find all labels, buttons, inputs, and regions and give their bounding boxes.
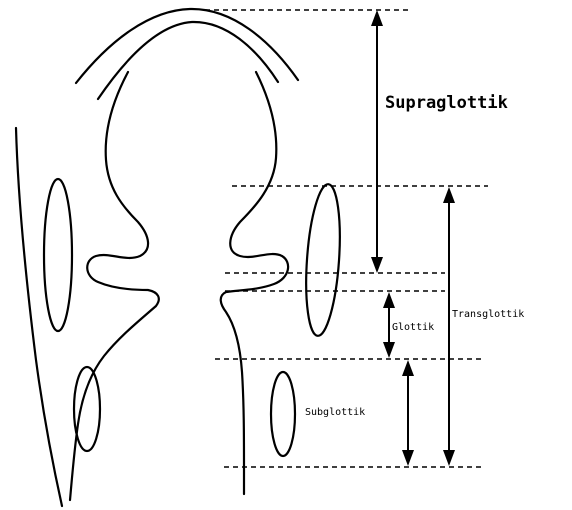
supraglottic-arrow [371, 10, 383, 273]
subglottic-arrow-head-down [402, 450, 414, 466]
left-outer-contour [16, 128, 62, 506]
supraglottic-arrow-head-up [371, 10, 383, 26]
supraglottik-label: Supraglottik [385, 93, 508, 113]
cartilage-shapes [44, 179, 344, 456]
transglottic-arrow [443, 187, 455, 466]
glottik-label: Glottik [392, 322, 434, 333]
transglottic-arrow-head-down [443, 450, 455, 466]
subglottik-label: Subglottik [305, 407, 365, 418]
transglottik-label: Transglottik [452, 309, 524, 320]
left-laryngeal-wall [70, 72, 159, 500]
supraglottic-arrow-head-down [371, 257, 383, 273]
right-lower-cartilage [271, 372, 295, 456]
subglottic-arrow-head-up [402, 360, 414, 376]
transglottic-arrow-head-up [443, 187, 455, 203]
glottic-arrow-head-up [383, 292, 395, 308]
larynx-outline [16, 9, 298, 506]
subglottic-arrow [402, 360, 414, 466]
right-laryngeal-wall [221, 72, 288, 494]
epiglottis-outer-line [76, 9, 298, 83]
glottic-arrow-head-down [383, 342, 395, 358]
boundary-lines [205, 10, 488, 467]
left-lower-cartilage [74, 367, 100, 451]
left-upper-cartilage [44, 179, 72, 331]
right-upper-cartilage [302, 183, 345, 337]
